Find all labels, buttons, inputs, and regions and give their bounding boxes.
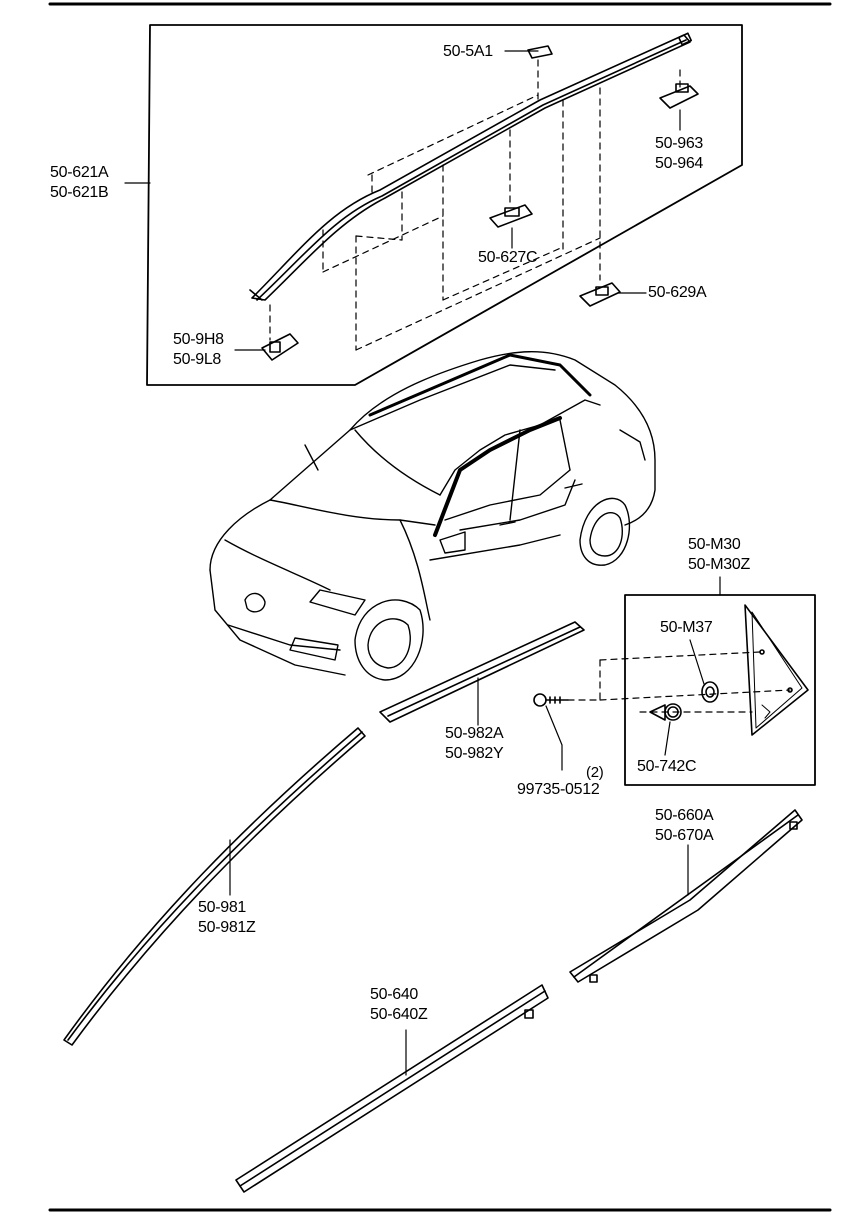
label-50-982a: 50-982A [445, 725, 504, 742]
label-quantity: (2) [586, 764, 604, 781]
label-50-5a1: 50-5A1 [443, 43, 493, 60]
label-50-621a: 50-621A [50, 164, 109, 181]
molding-50-981 [63, 727, 366, 1046]
label-50-963: 50-963 [655, 135, 704, 152]
clip-50-742c [649, 703, 682, 756]
triangle-garnish-50-m30 [744, 604, 809, 736]
bolt-99735-0512 [533, 693, 569, 771]
label-50-621b: 50-621B [50, 184, 109, 201]
label-50-627c: 50-627C [478, 249, 538, 266]
label-50-742c: 50-742C [637, 758, 697, 775]
roof-rail-molding [249, 32, 693, 301]
label-50-m30: 50-M30 [688, 536, 741, 553]
label-50-m37: 50-M37 [660, 619, 713, 636]
label-leaders-upper [124, 50, 681, 351]
clip-50-963 [659, 83, 699, 109]
roof-rail-inset-box [146, 24, 743, 386]
label-99735-0512: 99735-0512 [517, 781, 600, 798]
label-50-964: 50-964 [655, 155, 704, 172]
belt-molding-50-982 [379, 621, 585, 726]
label-50-m30z: 50-M30Z [688, 556, 750, 573]
clip-50-629a [579, 282, 621, 307]
label-50-982y: 50-982Y [445, 745, 504, 762]
label-50-660a: 50-660A [655, 807, 714, 824]
molding-50-640 [235, 984, 549, 1193]
molding-50-660a [569, 809, 803, 983]
label-50-640: 50-640 [370, 986, 419, 1003]
label-50-9h8: 50-9H8 [173, 331, 224, 348]
label-50-9l8: 50-9L8 [173, 351, 222, 368]
clip-50-9h8 [261, 333, 299, 361]
clip-dashed-leaders [269, 59, 681, 351]
clip-50-627c [489, 204, 533, 228]
label-50-981: 50-981 [198, 899, 247, 916]
grommet-50-m37 [689, 639, 719, 703]
label-50-640z: 50-640Z [370, 1006, 428, 1023]
garnish-dashed-leaders [567, 651, 791, 713]
label-50-670a: 50-670A [655, 827, 714, 844]
clip-50-5a1 [527, 45, 553, 59]
label-50-629a: 50-629A [648, 284, 707, 301]
label-50-981z: 50-981Z [198, 919, 256, 936]
vehicle-illustration [209, 351, 656, 681]
